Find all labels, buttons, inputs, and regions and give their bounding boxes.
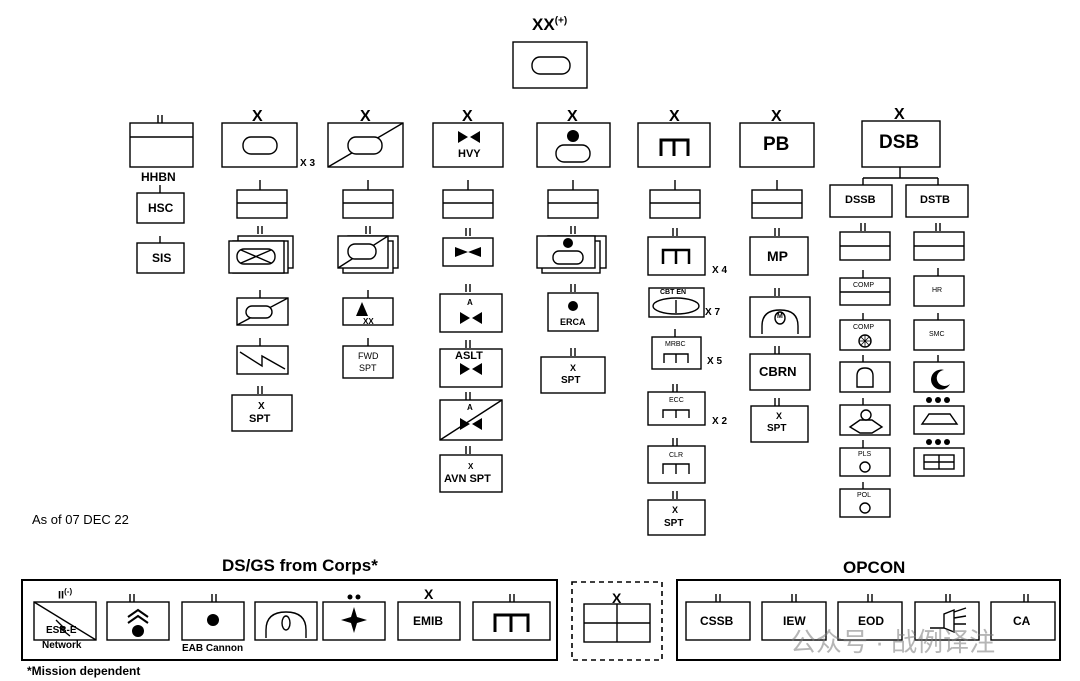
c3-xx-label: XX: [363, 317, 374, 326]
c8-comp1-label: COMP: [853, 282, 874, 289]
opcon-title: OPCON: [843, 558, 906, 577]
opcon-eod: EOD: [858, 614, 885, 628]
c7-cbrn-label: CBRN: [759, 364, 797, 379]
c6-spt-echelon: X: [672, 505, 679, 515]
emib-echelon: X: [424, 586, 434, 602]
column-mp: [739, 122, 815, 443]
c6-x7: X 7: [705, 307, 721, 318]
c2-echelon: X: [252, 108, 263, 125]
c8-pls-label: PLS: [858, 451, 872, 458]
dsgs-panel: [21, 579, 558, 661]
column-dsb: [829, 120, 969, 518]
emib-label: EMIB: [413, 614, 443, 628]
esb-network-label: Network: [42, 640, 82, 651]
c2-spt-label: SPT: [249, 413, 271, 425]
sis-label: SIS: [152, 251, 172, 265]
c8-comp2-label: COMP: [853, 324, 874, 331]
dsgs-title: DS/GS from Corps*: [222, 556, 378, 575]
column-fires: [536, 122, 611, 394]
c7-pb-label: PB: [763, 134, 790, 155]
c4-echelon: X: [462, 108, 473, 125]
c5-spt-label: SPT: [561, 375, 581, 386]
c8-smc-label: SMC: [929, 331, 945, 338]
hsc-label: HSC: [148, 201, 174, 215]
c6-clr-label: CLR: [669, 452, 684, 459]
c7-spt-label: SPT: [767, 423, 787, 434]
esb-label: ESB-E: [46, 625, 77, 636]
c2-multiplier: X 3: [300, 158, 316, 169]
esb-echelon: II(-): [58, 587, 73, 602]
column-hhbn: [129, 114, 194, 274]
c6-echelon: X: [669, 108, 680, 125]
division-echelon: XX(+): [532, 15, 568, 34]
opcon-cssb: CSSB: [700, 614, 734, 628]
c6-mrbc-label: MRBC: [665, 341, 686, 348]
c5-spt-echelon: X: [570, 363, 577, 373]
c6-spt-label: SPT: [664, 518, 684, 529]
footnote: *Mission dependent: [27, 664, 141, 678]
c8-echelon: X: [894, 106, 905, 123]
c8-dsb-label: DSB: [879, 132, 920, 153]
division-node: [512, 41, 588, 89]
column-bct: [221, 122, 298, 432]
c4-a2-label: A: [467, 403, 473, 412]
c5-echelon: X: [567, 108, 578, 125]
c6-cbt-label: CBT EN: [660, 289, 687, 296]
c3-spt-label: SPT: [359, 363, 377, 373]
c4-hvy-label: HVY: [458, 148, 481, 160]
c8-hr-label: HR: [932, 287, 943, 294]
c6-x2: X 2: [712, 416, 728, 427]
c5-erca-label: ERCA: [560, 317, 586, 327]
c7-echelon: X: [771, 108, 782, 125]
opcon-panel: [676, 579, 1061, 661]
c6-x5: X 5: [707, 356, 723, 367]
hhbn-label: HHBN: [141, 170, 176, 184]
c7-m-label: M: [777, 313, 783, 320]
c8-dssb-label: DSSB: [845, 194, 876, 206]
c6-x4: X 4: [712, 265, 728, 276]
opcon-ca: CA: [1013, 614, 1031, 628]
c4-a1-label: A: [467, 298, 473, 307]
as-of-date: As of 07 DEC 22: [32, 512, 129, 527]
column-aviation: [432, 122, 504, 493]
mid-echelon: X: [612, 590, 622, 606]
watermark: 公众号 · 战例译注: [790, 627, 996, 657]
c7-spt-echelon: X: [776, 411, 783, 421]
c4-aslt-label: ASLT: [455, 350, 483, 362]
eab-cannon-label: EAB Cannon: [182, 643, 244, 654]
column-cav: [327, 122, 404, 379]
c7-mp-label: MP: [767, 248, 788, 264]
c6-ecc-label: ECC: [669, 397, 684, 404]
c3-fwd-label: FWD: [358, 351, 379, 361]
c3-echelon: X: [360, 108, 371, 125]
c8-dstb-label: DSTB: [920, 194, 950, 206]
mid-panel: [571, 581, 663, 661]
c4-avn-label: AVN SPT: [444, 473, 491, 485]
c2-spt-echelon: X: [258, 401, 265, 412]
column-engineer: [637, 122, 711, 536]
opcon-iew: IEW: [783, 614, 806, 628]
c4-avn-echelon: X: [468, 462, 474, 471]
c8-pol-label: POL: [857, 492, 872, 499]
